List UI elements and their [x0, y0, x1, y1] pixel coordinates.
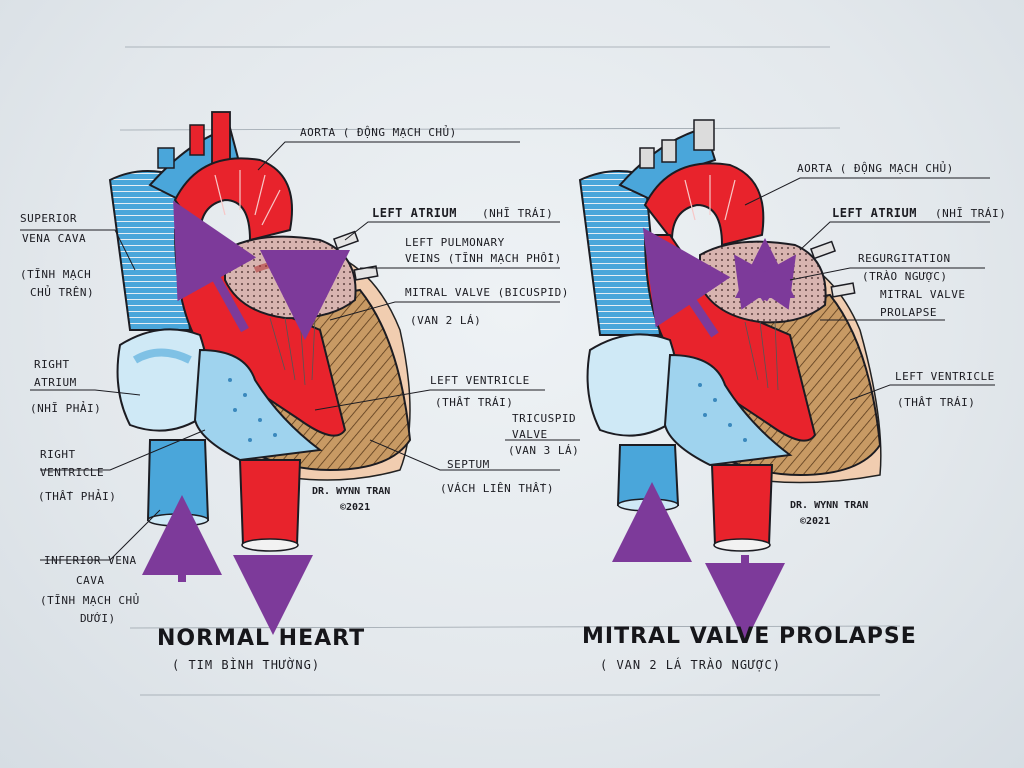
leader-lines-prolapse — [744, 177, 995, 401]
normal-heart-drawing — [108, 111, 412, 635]
label-regurgitation: REGURGITATION — [858, 252, 951, 265]
label-mitral-valve-prolapse-line1: MITRAL VALVE — [880, 288, 966, 301]
label-left-atrium-vi-prolapse: (NHĨ TRÁI) — [935, 207, 1007, 220]
label-pulmonary-line1: LEFT PULMONARY — [405, 236, 505, 249]
label-pulmonary-line2: VEINS (TĨNH MẠCH PHỔI) — [405, 252, 562, 265]
subtitle-normal-heart: ( TIM BÌNH THƯỜNG) — [172, 658, 321, 672]
signature-year-prolapse: ©2021 — [800, 516, 831, 527]
label-ra-line3: (NHĨ PHẢI) — [30, 402, 102, 415]
label-mitral-valve-vi: (VAN 2 LÁ) — [410, 314, 482, 327]
label-ivc-line2: CAVA — [76, 574, 105, 587]
label-ra-line2: ATRIUM — [34, 376, 77, 389]
signature-normal: DR. WYNN TRAN — [312, 486, 391, 497]
leader-lines-normal — [20, 141, 580, 561]
label-ivc-line1: INFERIOR VENA — [44, 554, 137, 567]
label-ivc-line3: (TĨNH MẠCH CHỦ — [40, 594, 140, 607]
label-rv-line1: RIGHT — [40, 448, 76, 461]
signature-prolapse: DR. WYNN TRAN — [790, 500, 869, 511]
label-mitral-valve-prolapse-line2: PROLAPSE — [880, 306, 937, 319]
label-tricuspid-line3: (VAN 3 LÁ) — [508, 444, 580, 457]
label-left-ventricle-prolapse: LEFT VENTRICLE — [895, 370, 995, 383]
signature-year-normal: ©2021 — [340, 502, 371, 513]
label-aorta: AORTA ( ĐỘNG MẠCH CHỦ) — [300, 126, 457, 139]
label-rv-line3: (THẤT PHẢI) — [38, 490, 117, 503]
label-left-atrium-vi: (NHĨ TRÁI) — [482, 207, 554, 220]
label-ra-line1: RIGHT — [34, 358, 70, 371]
label-svc-line1: SUPERIOR — [20, 212, 77, 225]
label-rv-line2: VENTRICLE — [40, 466, 105, 479]
label-aorta-prolapse: AORTA ( ĐỘNG MẠCH CHỦ) — [797, 162, 954, 175]
label-svc-line2: VENA CAVA — [22, 232, 87, 245]
prolapse-heart-drawing — [578, 119, 882, 643]
label-septum: SEPTUM — [447, 458, 490, 471]
label-septum-vi: (VÁCH LIÊN THẤT) — [440, 482, 554, 495]
label-left-ventricle: LEFT VENTRICLE — [430, 374, 530, 387]
label-ivc-line4: DƯỚI) — [80, 612, 116, 625]
label-left-atrium-prolapse: LEFT ATRIUM — [832, 206, 917, 220]
label-left-ventricle-vi-prolapse: (THẤT TRÁI) — [897, 396, 976, 409]
title-normal-heart: NORMAL HEART — [157, 626, 366, 651]
title-mitral-valve-prolapse: MITRAL VALVE PROLAPSE — [582, 624, 917, 649]
label-mitral-valve: MITRAL VALVE (BICUSPID) — [405, 286, 569, 299]
label-tricuspid-line2: VALVE — [512, 428, 548, 441]
label-svc-line4: CHỦ TRÊN) — [30, 286, 95, 299]
label-left-ventricle-vi: (THẤT TRÁI) — [435, 396, 514, 409]
label-tricuspid-line1: TRICUSPID — [512, 412, 577, 425]
label-svc-line3: (TĨNH MẠCH — [20, 268, 92, 281]
label-left-atrium: LEFT ATRIUM — [372, 206, 457, 220]
subtitle-mitral-valve-prolapse: ( VAN 2 LÁ TRÀO NGƯỢC) — [600, 658, 781, 672]
label-regurgitation-vi: (TRÀO NGƯỢC) — [862, 270, 948, 283]
